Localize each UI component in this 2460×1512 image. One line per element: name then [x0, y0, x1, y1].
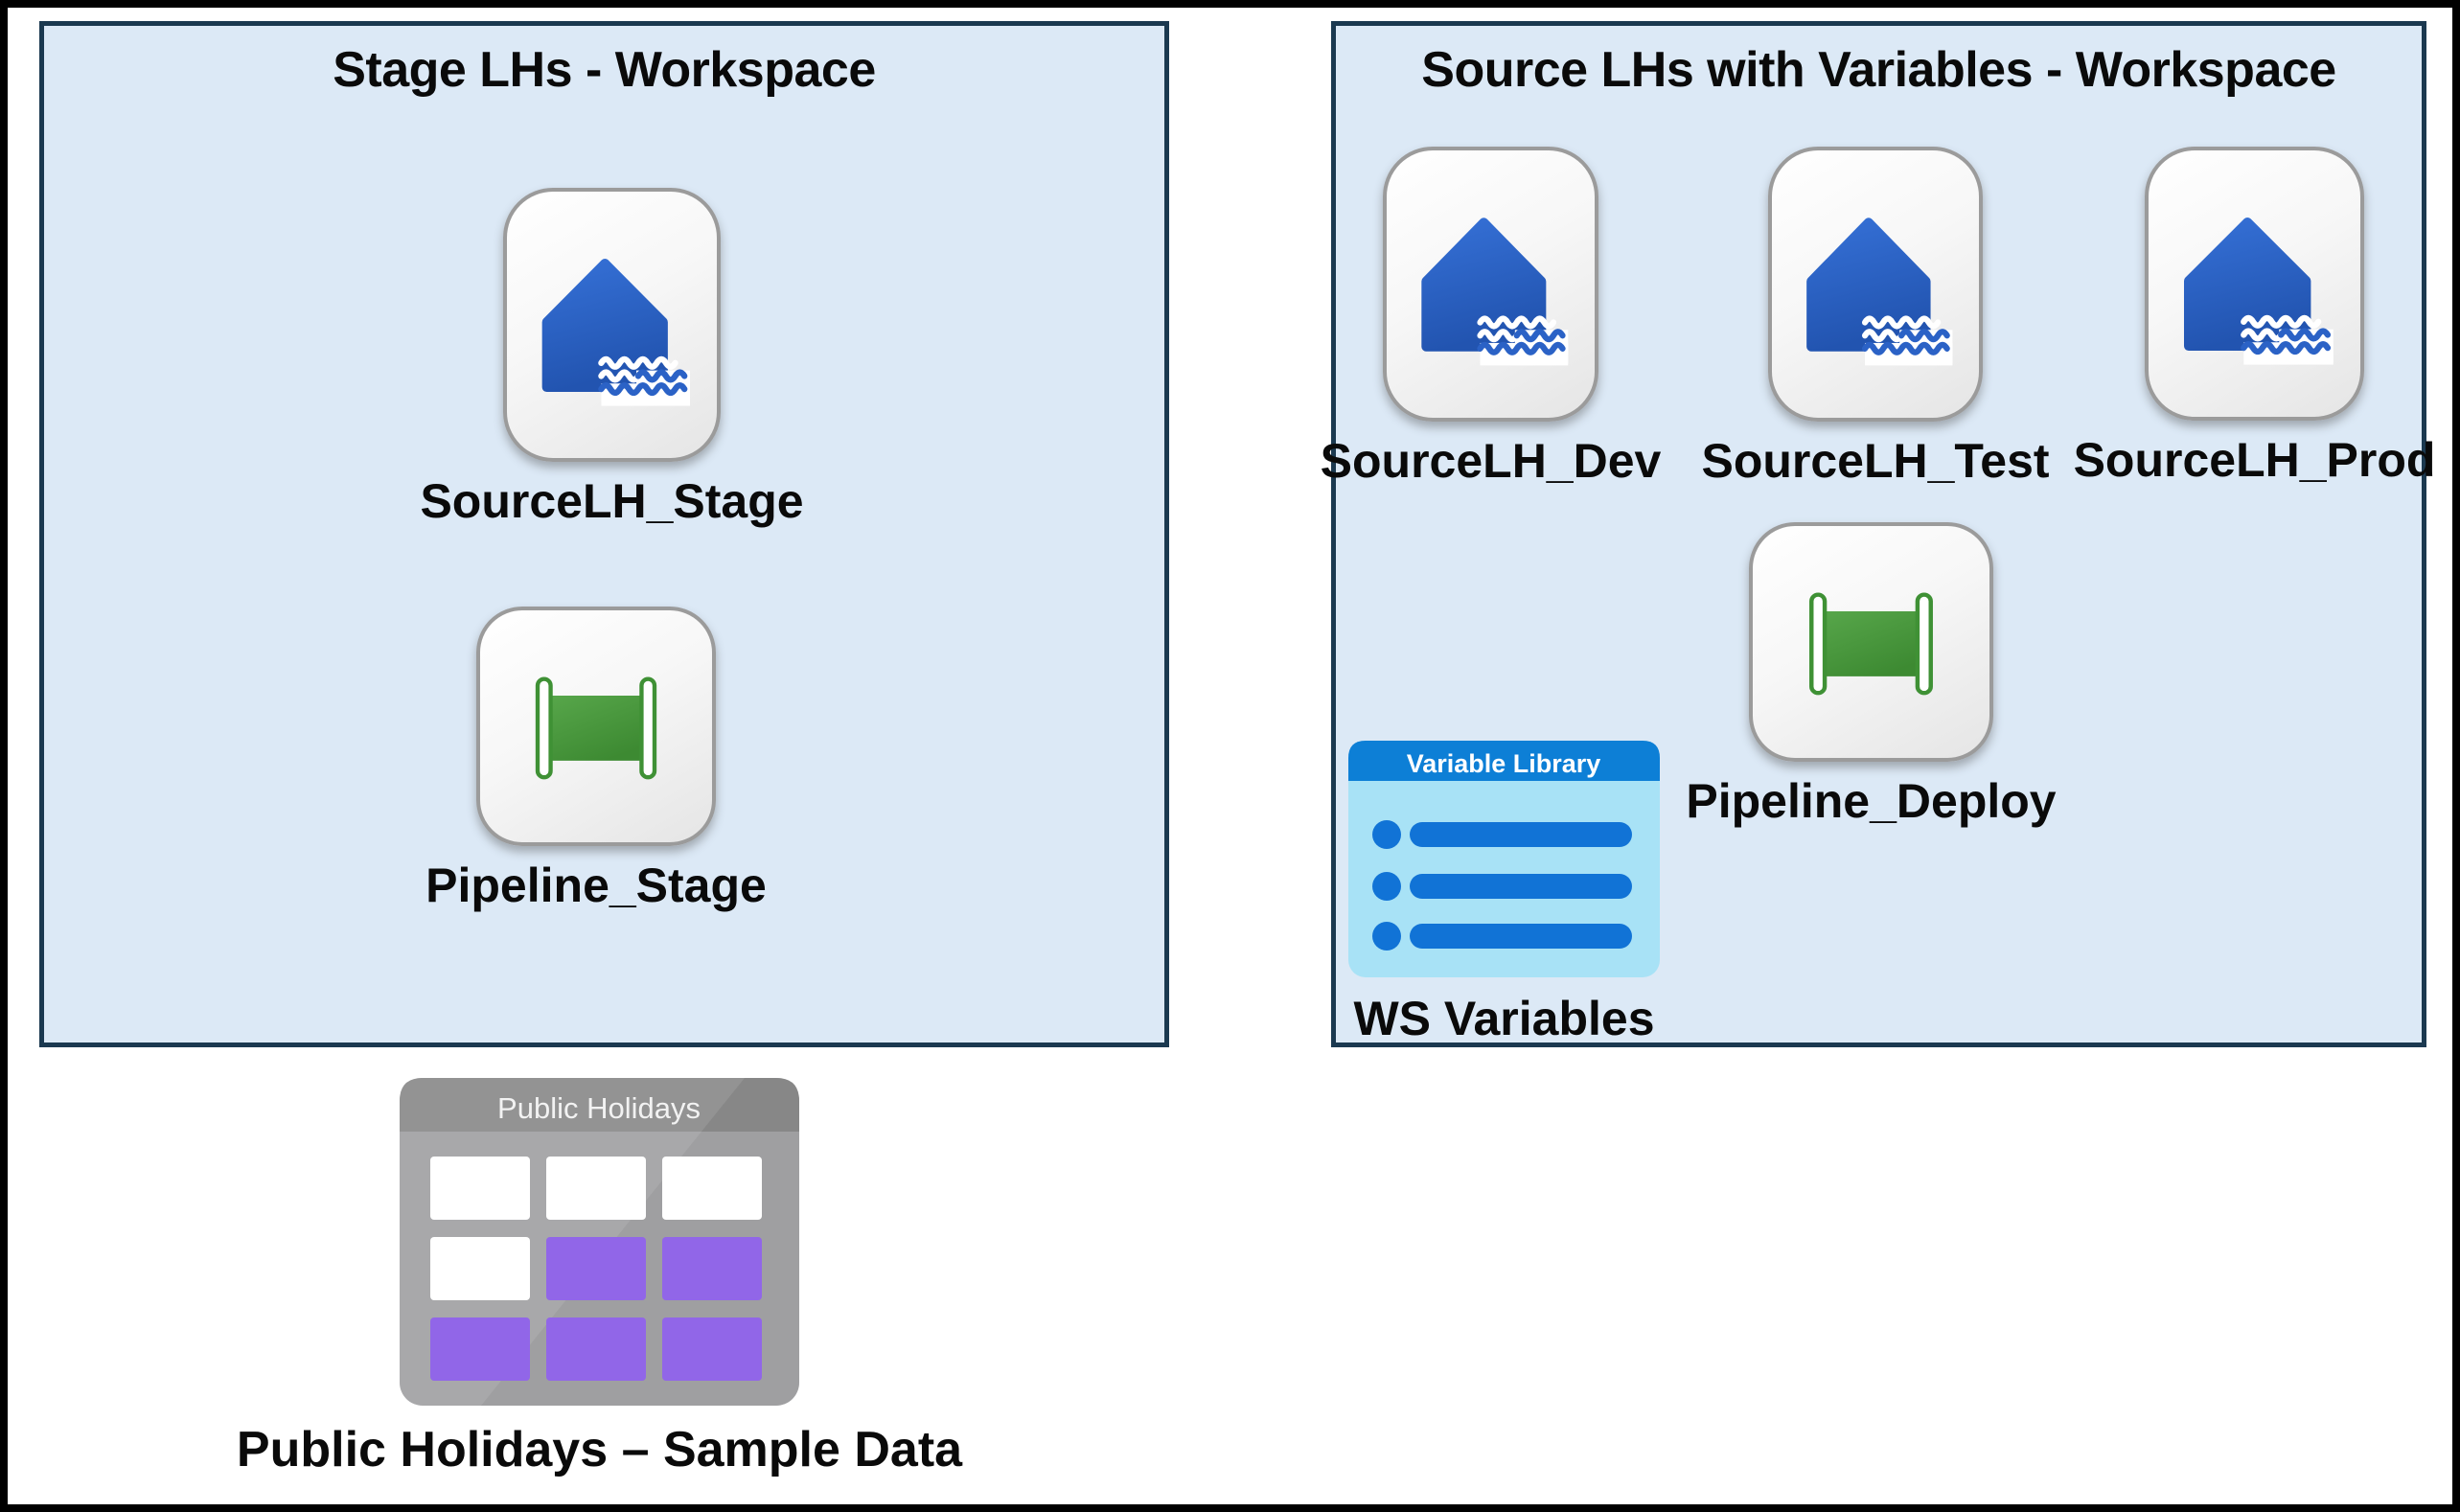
variable-library-icon: Variable Library — [1348, 741, 1660, 977]
lakehouse-icon — [2145, 147, 2364, 421]
variable-library-header: Variable Library — [1407, 749, 1601, 778]
lakehouse-icon — [503, 188, 721, 462]
stage-workspace-title: Stage LHs - Workspace — [333, 42, 876, 98]
lakehouse-label: SourceLH_Test — [1701, 434, 2050, 488]
table-icon: Public Holidays — [400, 1078, 799, 1406]
pipeline-label: Pipeline_Stage — [425, 859, 767, 912]
item-sourcelh-dev: SourceLH_Dev — [1321, 147, 1661, 488]
lakehouse-label: SourceLH_Stage — [420, 474, 804, 528]
item-pipeline-deploy: Pipeline_Deploy — [1686, 522, 2057, 828]
table-icon-header: Public Holidays — [497, 1091, 701, 1125]
item-ws-variables: Variable Library WS Variables — [1348, 741, 1660, 1045]
pipeline-label: Pipeline_Deploy — [1686, 774, 2057, 828]
lakehouse-label: SourceLH_Prod — [2073, 433, 2436, 487]
item-pipeline-stage: Pipeline_Stage — [425, 607, 767, 912]
lakehouse-label: SourceLH_Dev — [1320, 434, 1662, 488]
item-sourcelh-test: SourceLH_Test — [1701, 147, 2050, 488]
lakehouse-icon — [1768, 147, 1983, 422]
sample-data-label: Public Holidays – Sample Data — [236, 1422, 963, 1478]
variable-library-label: WS Variables — [1353, 992, 1655, 1045]
source-workspace-title: Source LHs with Variables - Workspace — [1421, 42, 2336, 98]
pipeline-icon — [1749, 522, 1993, 762]
item-public-holidays: Public Holidays Public Holidays – Sample… — [237, 1078, 962, 1478]
pipeline-icon — [476, 607, 716, 846]
item-sourcelh-prod: SourceLH_Prod — [2074, 147, 2435, 487]
item-sourcelh-stage: SourceLH_Stage — [420, 188, 804, 528]
lakehouse-icon — [1383, 147, 1598, 422]
